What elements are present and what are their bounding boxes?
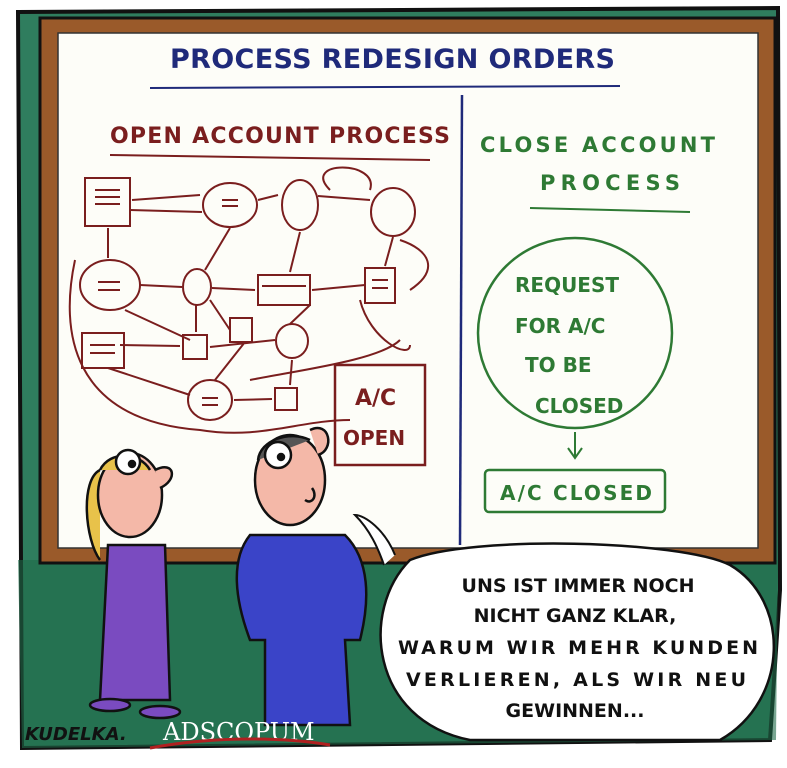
- ac-closed-box: [483, 468, 667, 514]
- whiteboard: [57, 32, 759, 549]
- speech-line-5: GEWINNEN...: [506, 700, 645, 722]
- speech-line-1: UNS IST IMMER NOCH: [462, 575, 695, 597]
- request-line-3: TO BE: [525, 353, 592, 377]
- close-heading-line2: PROCESS: [540, 171, 680, 195]
- speech-bubble: [379, 542, 775, 742]
- down-arrow-icon: [567, 432, 583, 460]
- woman-character: [85, 448, 182, 720]
- close-heading-underline: [529, 207, 691, 213]
- title-underline: [149, 85, 621, 89]
- speech-line-3: WARUM WIR MEHR KUNDEN: [398, 637, 758, 659]
- open-heading-underline: [109, 154, 431, 161]
- logo-swoosh: [149, 737, 331, 750]
- open-account-flowchart: [68, 166, 430, 434]
- request-line-4: CLOSED: [535, 394, 623, 418]
- speech-bubble-tail: [352, 513, 396, 566]
- man-character: [235, 426, 368, 727]
- request-line-1: REQUEST: [515, 273, 619, 297]
- board-title: PROCESS REDESIGN ORDERS: [170, 44, 615, 75]
- request-ellipse: [476, 236, 674, 430]
- ac-open-line1: A/C: [355, 386, 396, 411]
- ac-open-box: [333, 363, 427, 467]
- ac-closed-label: A/C CLOSED: [500, 481, 652, 505]
- speech-line-4: VERLIEREN, ALS WIR NEU: [406, 669, 746, 691]
- open-account-heading: OPEN ACCOUNT PROCESS: [110, 124, 450, 149]
- request-line-2: FOR A/C: [515, 314, 606, 338]
- speech-line-2: NICHT GANZ KLAR,: [474, 605, 677, 627]
- artist-signature: KUDELKA.: [25, 724, 127, 745]
- ac-open-line2: OPEN: [343, 426, 405, 450]
- board-divider: [458, 94, 464, 546]
- close-heading-line1: CLOSE ACCOUNT: [480, 133, 716, 157]
